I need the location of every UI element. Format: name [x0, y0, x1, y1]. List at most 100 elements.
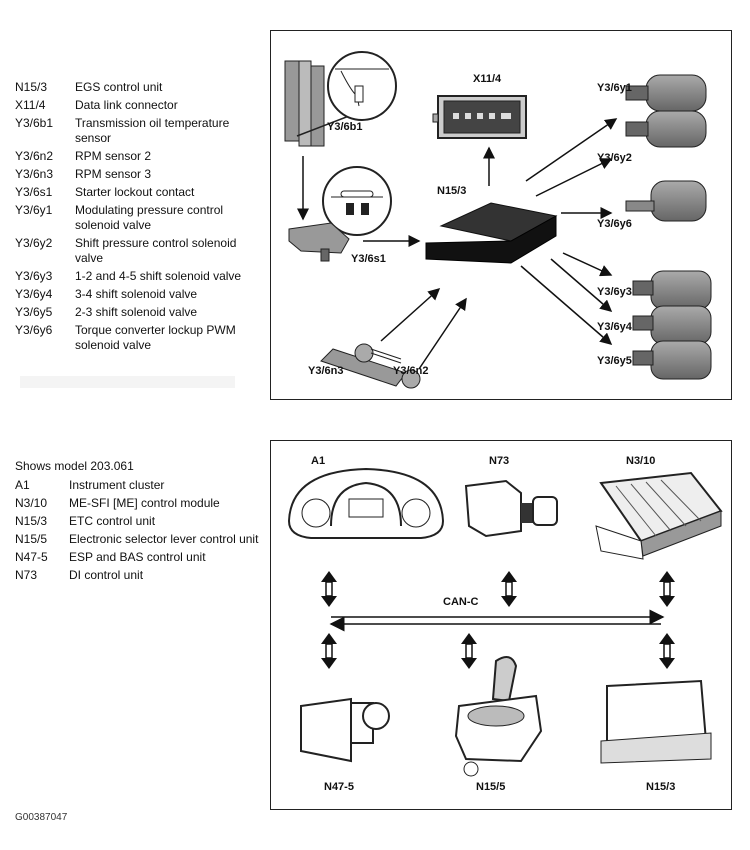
legend-code: Y3/6y5: [15, 305, 53, 319]
label-y3-6b1: Y3/6b1: [327, 121, 363, 133]
bidirectional-arrow: [500, 570, 518, 608]
legend-desc: 1-2 and 4-5 shift solenoid valve: [75, 269, 242, 283]
legend-desc: Electronic selector lever control unit: [69, 532, 259, 546]
arrow: [520, 265, 613, 345]
temperature-sensor-icon: [284, 51, 397, 147]
legend-desc: Data link connector: [75, 98, 178, 112]
bidirectional-arrow: [320, 570, 338, 608]
legend-code: N47-5: [15, 550, 48, 564]
legend-row: A1 Instrument cluster: [15, 478, 269, 493]
legend-code: A1: [15, 478, 30, 492]
faded-text-artifact: [20, 376, 235, 388]
lockout-contact-detail-icon: [322, 166, 392, 237]
instrument-cluster-icon: [287, 467, 445, 539]
label-a1: A1: [311, 455, 326, 467]
solenoid-valve-y6-icon: [625, 180, 707, 222]
solenoid-valves-y1-y2-icon: [625, 74, 707, 148]
label-y3-6y1: Y3/6y1: [597, 82, 632, 94]
legend-desc: Shift pressure control solenoid valve: [75, 236, 237, 265]
legend-row: N15/5 Electronic selector lever control u…: [15, 532, 269, 547]
legend-row: Y3/6n3 RPM sensor 3: [15, 167, 260, 182]
transmission-diagram: Y3/6b1 X11/4 N15/3 Y3/6s1 Y3/6n3 Y3/6n2 …: [270, 30, 732, 400]
legend-code: Y3/6b1: [15, 116, 54, 130]
di-control-unit-icon: [464, 479, 558, 538]
legend-desc: Transmission oil temperature sensor: [75, 116, 230, 145]
label-n73: N73: [489, 455, 510, 467]
esp-bas-control-unit-icon: [300, 697, 390, 763]
me-control-module-icon: [595, 471, 723, 560]
arrow: [525, 118, 618, 182]
legend-code: N15/3: [15, 514, 48, 528]
legend-row: N3/10 ME-SFI [ME] control module: [15, 496, 269, 511]
legend-row: Y3/6y6 Torque converter lockup PWM soleno…: [15, 323, 260, 353]
label-n15-3: N15/3: [437, 185, 467, 197]
legend-desc: ME-SFI [ME] control module: [69, 496, 220, 510]
bidirectional-arrow: [320, 632, 338, 670]
legend-desc: Torque converter lockup PWM solenoid val…: [75, 323, 236, 352]
legend-code: Y3/6y1: [15, 203, 53, 217]
label-x11-4: X11/4: [473, 73, 502, 85]
label-n3-10: N3/10: [626, 455, 656, 467]
legend-desc: ESP and BAS control unit: [69, 550, 206, 564]
selector-lever-icon: [454, 656, 543, 777]
label-y3-6s1: Y3/6s1: [351, 253, 386, 265]
label-y3-6y6: Y3/6y6: [597, 218, 632, 230]
label-y3-6y3: Y3/6y3: [597, 286, 632, 298]
legend-title: Shows model 203.061: [15, 459, 134, 473]
arrow: [562, 252, 613, 277]
label-y3-6n2: Y3/6n2: [393, 365, 429, 377]
legend-desc: RPM sensor 3: [75, 167, 152, 181]
label-n15-5: N15/5: [476, 781, 506, 793]
arrow: [550, 258, 613, 312]
legend-desc: EGS control unit: [75, 80, 163, 94]
egs-control-unit-icon: [425, 202, 558, 264]
transmission-diagram-art: [284, 51, 712, 389]
label-n15-3: N15/3: [646, 781, 676, 793]
figure-id: G00387047: [15, 812, 68, 823]
legend-desc: Starter lockout contact: [75, 185, 195, 199]
legend-desc: Modulating pressure control solenoid val…: [75, 203, 224, 232]
legend-code: X11/4: [15, 98, 46, 112]
legend-row: N47-5 ESP and BAS control unit: [15, 550, 269, 565]
starter-lockout-contact-icon: [288, 222, 350, 262]
legend-desc: Instrument cluster: [69, 478, 165, 492]
can-bus-diagram: A1 N73 N3/10 CAN-C N47-5 N15/5 N15/3: [270, 440, 732, 810]
legend-row: Y3/6y3 1-2 and 4-5 shift solenoid valve: [15, 269, 260, 284]
label-n47-5: N47-5: [324, 781, 354, 793]
legend-code: Y3/6y2: [15, 236, 53, 250]
top-legend: N15/3 EGS control unit X11/4 Data link con…: [15, 80, 260, 356]
legend-row: Y3/6b1 Transmission oil temperature senso…: [15, 116, 260, 146]
arrow: [380, 287, 441, 342]
label-y3-6n3: Y3/6n3: [308, 365, 344, 377]
legend-desc: 2-3 shift solenoid valve: [75, 305, 198, 319]
legend-desc: RPM sensor 2: [75, 149, 152, 163]
label-y3-6y5: Y3/6y5: [597, 355, 632, 367]
legend-code: N15/3: [15, 80, 48, 94]
solenoid-valves-y3-y5-icon: [632, 270, 712, 380]
arrow: [418, 297, 467, 370]
legend-code: Y3/6y6: [15, 323, 53, 337]
etc-control-unit-icon: [600, 679, 712, 764]
arrow: [535, 158, 613, 197]
can-bus-diagram-art: [287, 467, 723, 777]
bidirectional-arrow: [658, 570, 676, 608]
legend-code: Y3/6n3: [15, 167, 54, 181]
bidirectional-arrow: [658, 632, 676, 670]
legend-row: X11/4 Data link connector: [15, 98, 260, 113]
legend-desc: DI control unit: [69, 568, 144, 582]
label-y3-6y4: Y3/6y4: [597, 321, 632, 333]
label-y3-6y2: Y3/6y2: [597, 152, 632, 164]
can-bus-label: CAN-C: [443, 596, 479, 608]
legend-code: N15/5: [15, 532, 48, 546]
legend-code: Y3/6s1: [15, 185, 53, 199]
legend-code: Y3/6y3: [15, 269, 53, 283]
legend-row: Y3/6s1 Starter lockout contact: [15, 185, 260, 200]
data-link-connector-icon: [432, 95, 527, 139]
legend-code: N3/10: [15, 496, 48, 510]
rpm-sensors-icon: [320, 343, 421, 389]
legend-desc: 3-4 shift solenoid valve: [75, 287, 198, 301]
